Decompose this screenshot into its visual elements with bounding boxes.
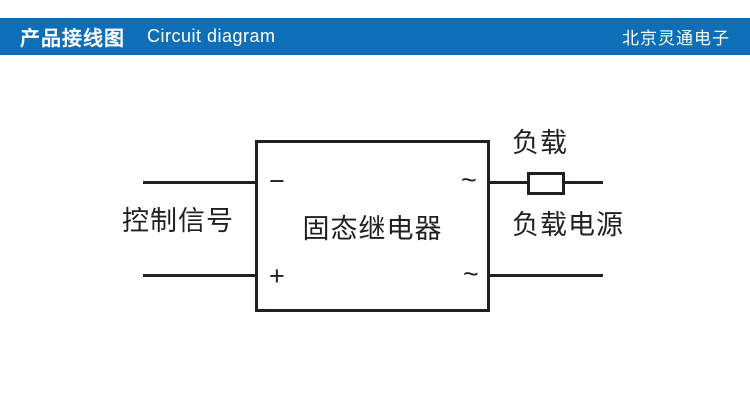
relay-box: 固态继电器 bbox=[255, 140, 490, 312]
wire-control-minus bbox=[143, 181, 255, 184]
header-title-zh: 产品接线图 bbox=[20, 28, 125, 50]
wire-load-right bbox=[565, 181, 603, 184]
header-bar: 产品接线图 Circuit diagram 北京灵通电子 bbox=[0, 18, 750, 55]
header-brand: 北京灵通电子 bbox=[622, 29, 730, 48]
load-resistor-symbol bbox=[527, 172, 565, 195]
ac-symbol-bottom: ~ bbox=[463, 259, 479, 289]
wire-load-left bbox=[488, 181, 527, 184]
ac-symbol-top: ~ bbox=[461, 165, 477, 195]
wire-control-plus bbox=[143, 274, 255, 277]
dc-plus-symbol: + bbox=[269, 261, 285, 291]
relay-label: 固态继电器 bbox=[302, 213, 443, 244]
load-power-label: 负载电源 bbox=[512, 210, 624, 240]
header-title-en: Circuit diagram bbox=[147, 26, 276, 46]
control-signal-label: 控制信号 bbox=[122, 206, 234, 236]
circuit-diagram: 控制信号 固态继电器 − + ~ ~ 负载 负载电源 bbox=[0, 55, 750, 412]
load-label: 负载 bbox=[512, 128, 568, 158]
wire-load-return bbox=[488, 274, 603, 277]
dc-minus-symbol: − bbox=[269, 166, 285, 196]
